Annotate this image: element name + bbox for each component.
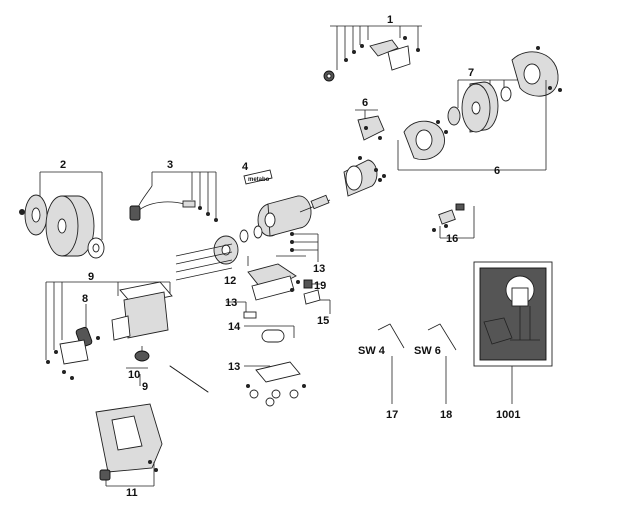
motor-stator [267,195,312,237]
tie-rod-1 [175,243,233,257]
callout-16: 16 [446,233,458,245]
hex-key-sw6 [427,323,457,351]
part-16-clamp [438,209,456,225]
callout-12: 12 [224,275,236,287]
part-16-group [432,203,475,239]
part-15-switch-housing [303,289,321,305]
callout-7: 7 [468,67,474,79]
part-7-flange [447,106,461,126]
part-13-bottom-plate [255,361,301,383]
callout-11: 11 [126,487,138,499]
callout-8: 8 [82,293,88,305]
part-3-cable-group [129,171,218,222]
part-7-grinding-wheel-group [397,46,562,171]
detail-1001-group [473,261,553,404]
tie-rod-4 [175,267,233,281]
callout-1: 1 [387,14,393,26]
callout-15: 15 [317,315,329,327]
callout-1001: 1001 [496,409,520,421]
part-4-brand-plate [243,169,273,185]
label-sw4: SW 4 [358,345,386,357]
callout-6-upper: 6 [362,97,368,109]
part-14-capacitor [261,329,285,343]
wrench-sw6-group [427,323,457,404]
part-19-indicator [303,279,313,289]
part-9-switch-box [123,291,169,339]
wrench-sw4-group [377,323,405,404]
part-11-base-group [95,403,163,487]
part-2-grinding-wheel-group [19,171,105,259]
motor-armature [310,194,330,210]
housing-left-group [45,281,209,393]
part-16-nut [455,203,465,211]
part-9-switch [111,315,131,341]
callout-3: 3 [167,159,173,171]
callout-19: 19 [314,280,326,292]
part-3-plug [129,205,141,221]
part-1-group [323,25,422,82]
label-sw6: SW 6 [414,345,441,357]
brand-label: metabo [248,177,270,183]
tie-rod-3 [175,259,233,273]
motor-assembly [175,156,386,281]
tie-rod-2 [175,251,233,265]
callout-13-right: 13 [313,263,325,275]
part-11-foot [99,469,111,481]
callout-17: 17 [386,409,398,421]
hex-key-sw4 [377,323,405,349]
part-3-power-cable [135,185,186,215]
callout-10: 10 [128,369,140,381]
part-1-bracket [369,39,399,57]
part-8-cover-plate [59,339,89,365]
callout-2: 2 [60,159,66,171]
callout-13-mid: 13 [225,297,237,309]
callout-6-right: 6 [494,165,500,177]
callout-14: 14 [228,321,241,333]
part-1-eye-shield [387,45,411,71]
part-13-spacer [243,311,257,319]
part-6-tool-rest [357,115,385,141]
part-4-brand-plate-group: metabo [243,169,273,185]
callout-13-bottom: 13 [228,361,240,373]
part-10-knob [134,350,150,362]
center-parts-group [226,232,331,407]
callout-4: 4 [242,161,249,173]
callout-9-top: 9 [88,271,94,283]
part-3-strain-relief [182,200,196,208]
part-6-upper-group [355,109,385,141]
callout-9-bottom: 9 [142,381,148,393]
callout-18: 18 [440,409,452,421]
